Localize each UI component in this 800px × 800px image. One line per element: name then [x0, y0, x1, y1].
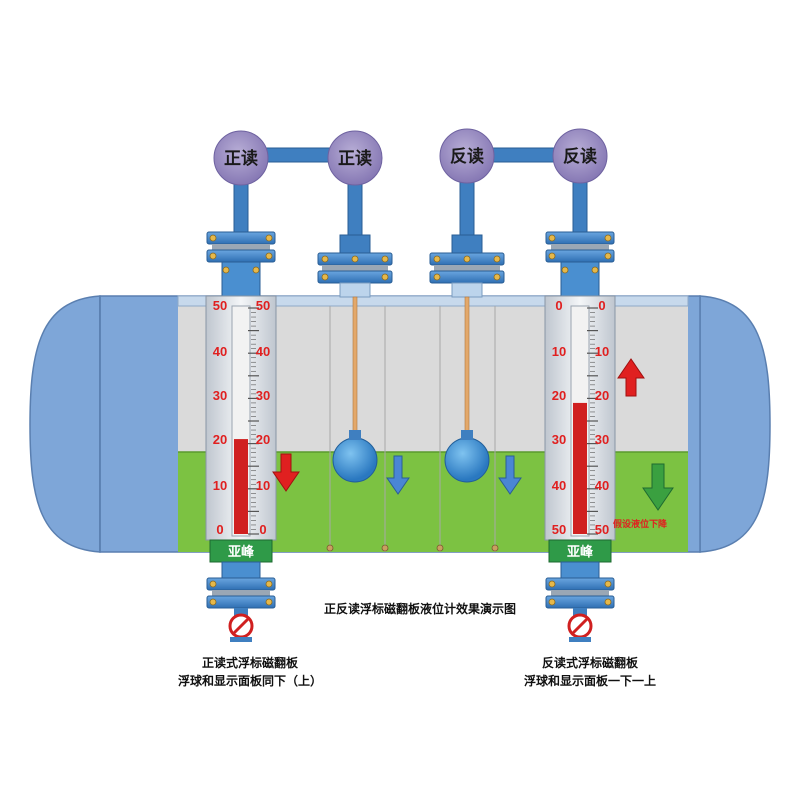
- gauge-direct-tick-left-3: 20: [213, 432, 227, 447]
- tank-divider-lines: [329, 306, 496, 552]
- bottom-assemblies: [206, 561, 615, 642]
- arrow-red-down-icon: [272, 453, 300, 492]
- flanges-top: [206, 231, 615, 298]
- diagram-title: 正反读浮标磁翻板液位计效果演示图: [324, 601, 516, 616]
- flange-reverse-top: [545, 231, 615, 297]
- gauge-direct-tick-right-5: 0: [259, 522, 266, 537]
- gauge-direct-level-fill: [234, 439, 248, 534]
- tank-left-cap: [29, 295, 101, 553]
- gauge-direct-tick-left-0: 50: [213, 298, 227, 313]
- gauge-reverse-labels: 0 10 20 30 40 50 0 10 20 30 40 50: [552, 298, 609, 537]
- caption-right-line1: 反读式浮标磁翻板: [542, 655, 639, 670]
- bubble-reverse-1: 反读: [439, 128, 495, 184]
- gauge-direct-tick-left-5: 0: [216, 522, 223, 537]
- bubble-direct-1: 正读: [213, 130, 269, 186]
- arrow-red-up-icon: [617, 358, 645, 397]
- caption-left-line1: 正读式浮标磁翻板: [202, 655, 299, 670]
- tank-bottom-studs: [326, 544, 499, 552]
- gauge-direct-nameplate: 亚峰: [209, 539, 273, 563]
- gauge-reverse-tick-left-0: 0: [555, 298, 562, 313]
- bubble-reverse-2-label: 反读: [563, 146, 597, 167]
- floats: [332, 296, 490, 483]
- caption-left-line2: 浮球和显示面板同下（上）: [178, 673, 322, 688]
- bubble-reverse-2: 反读: [552, 128, 608, 184]
- gauge-direct-tick-right-1: 40: [256, 344, 270, 359]
- gauge-reverse-nameplate: 亚峰: [548, 539, 612, 563]
- bubble-direct-1-label: 正读: [224, 148, 258, 169]
- caption-right-line2: 浮球和显示面板一下一上: [524, 673, 656, 688]
- bubbles: 正读 正读 反读 反读: [213, 128, 608, 186]
- bubble-direct-2: 正读: [327, 130, 383, 186]
- gauge-direct-tick-right-3: 20: [256, 432, 270, 447]
- gauge-direct: 50 40 30 20 10 0 50 40 30 20 10 0 亚峰: [205, 295, 277, 563]
- bubble-reverse-1-label: 反读: [450, 146, 484, 167]
- gauge-reverse-tick-left-4: 40: [552, 478, 566, 493]
- gauge-reverse-tick-right-5: 50: [595, 522, 609, 537]
- gauge-reverse-tick-right-2: 20: [595, 388, 609, 403]
- float-direct: [332, 296, 378, 483]
- gauge-reverse-level-fill: [573, 402, 587, 534]
- flange-reverse-float: [429, 234, 505, 298]
- gauge-direct-tick-right-2: 30: [256, 388, 270, 403]
- pipes: [233, 147, 588, 238]
- pipe-reverse-float-stem: [459, 174, 475, 238]
- gauge-direct-labels: 50 40 30 20 10 0 50 40 30 20 10 0: [213, 298, 270, 537]
- tank-top-rim: [177, 295, 689, 307]
- drain-valve-direct[interactable]: [228, 613, 254, 642]
- tank-right-cap: [699, 295, 771, 553]
- gauge-reverse-tick-left-1: 10: [552, 344, 566, 359]
- tank: [29, 295, 771, 553]
- flange-direct-top: [206, 231, 276, 297]
- arrow-blue-down-icon: [498, 455, 522, 495]
- flange-reverse-bottom: [545, 561, 615, 620]
- flange-direct-float: [317, 234, 393, 298]
- gauge-reverse-tick-right-0: 0: [598, 298, 605, 313]
- float-reverse: [444, 296, 490, 483]
- liquid-drop-note: 假设液位下降: [613, 518, 668, 530]
- flange-direct-bottom: [206, 561, 276, 620]
- gauge-reverse-tick-left-2: 20: [552, 388, 566, 403]
- pipe-reverse-gauge-stem: [572, 174, 588, 236]
- drain-valve-reverse[interactable]: [567, 613, 593, 642]
- gauge-reverse-nameplate-text: 亚峰: [567, 544, 594, 560]
- gauge-reverse-tick-right-3: 30: [595, 432, 609, 447]
- arrow-green-down-icon: [642, 463, 674, 511]
- arrows: [272, 358, 674, 511]
- gauge-direct-tick-left-1: 40: [213, 344, 227, 359]
- gauge-reverse-tick-marks: [587, 307, 598, 535]
- gauge-direct-tick-left-4: 10: [213, 478, 227, 493]
- gauge-reverse-tick-left-5: 50: [552, 522, 566, 537]
- gauge-direct-tick-marks: [248, 307, 259, 535]
- bubble-direct-2-label: 正读: [338, 148, 372, 169]
- arrow-blue-down-icon: [386, 455, 410, 495]
- gauge-direct-tick-right-4: 10: [256, 478, 270, 493]
- gauge-reverse-tick-left-3: 30: [552, 432, 566, 447]
- gauge-reverse: 0 10 20 30 40 50 0 10 20 30 40 50 亚峰: [544, 295, 616, 563]
- gauge-reverse-tick-right-4: 40: [595, 478, 609, 493]
- gauge-reverse-tick-right-1: 10: [595, 344, 609, 359]
- gauge-direct-tick-left-2: 30: [213, 388, 227, 403]
- gauge-direct-tick-right-0: 50: [256, 298, 270, 313]
- gauge-direct-nameplate-text: 亚峰: [228, 544, 255, 560]
